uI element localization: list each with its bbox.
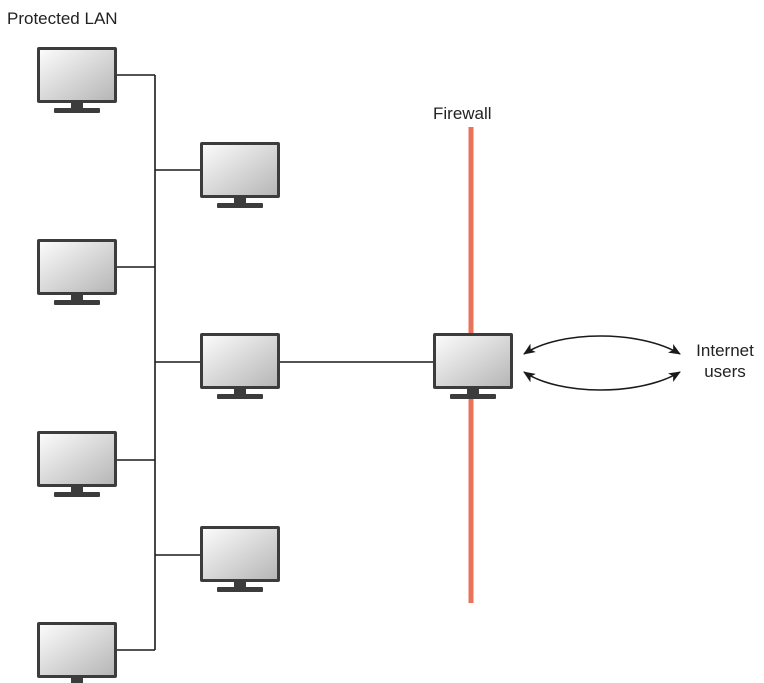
monitor-icon-pc2 [200, 142, 280, 208]
monitor-icon-pc5 [37, 431, 117, 497]
monitor-icon-gateway-lan-side [200, 333, 280, 399]
lan-label: Protected LAN [7, 9, 118, 28]
internet-users-label-line2: users [704, 362, 746, 381]
monitor-icon-pc1 [37, 47, 117, 113]
monitor-icon-pc3 [37, 239, 117, 305]
arrow-lower [523, 371, 681, 391]
lan-wiring [117, 74, 434, 651]
double-arrow-icon [523, 335, 681, 391]
monitor-icon-pc7 [37, 622, 117, 683]
monitor-icon-firewall-host [433, 333, 513, 399]
internet-users-label-line1: Internet [696, 341, 754, 360]
firewall-label: Firewall [433, 104, 492, 123]
monitor-icon-pc6 [200, 526, 280, 592]
arrow-upper [523, 335, 681, 355]
